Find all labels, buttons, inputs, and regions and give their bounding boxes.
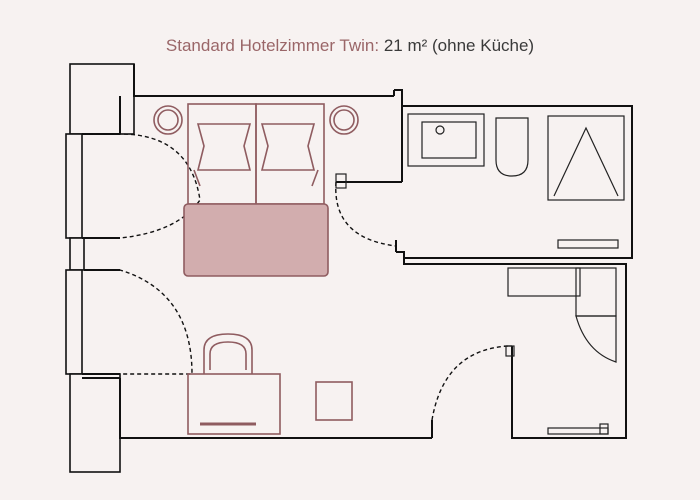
nightstands [153, 105, 359, 135]
shower-icon [547, 115, 625, 201]
bathroom [407, 113, 625, 249]
outer-walls [119, 89, 633, 439]
bed-cover [183, 203, 329, 277]
lamp-icon [153, 105, 183, 135]
desk [187, 373, 281, 435]
kitchenette [507, 267, 617, 435]
toilet-icon [495, 117, 529, 177]
desk-area [187, 333, 353, 435]
side-table [315, 381, 353, 421]
door-swings [82, 133, 515, 438]
pillow-icon [196, 123, 252, 171]
chair-icon [203, 333, 253, 374]
exterior-wall-left [65, 63, 394, 473]
page-title: Standard Hotelzimmer Twin: 21 m² (ohne K… [0, 36, 700, 56]
room-size-label: 21 m² (ohne Küche) [383, 36, 535, 55]
room-type-label: Standard Hotelzimmer Twin: [165, 36, 380, 55]
twin-beds [183, 103, 329, 277]
sink-icon [407, 113, 485, 167]
lamp-icon [329, 105, 359, 135]
pillow-icon [260, 123, 316, 171]
